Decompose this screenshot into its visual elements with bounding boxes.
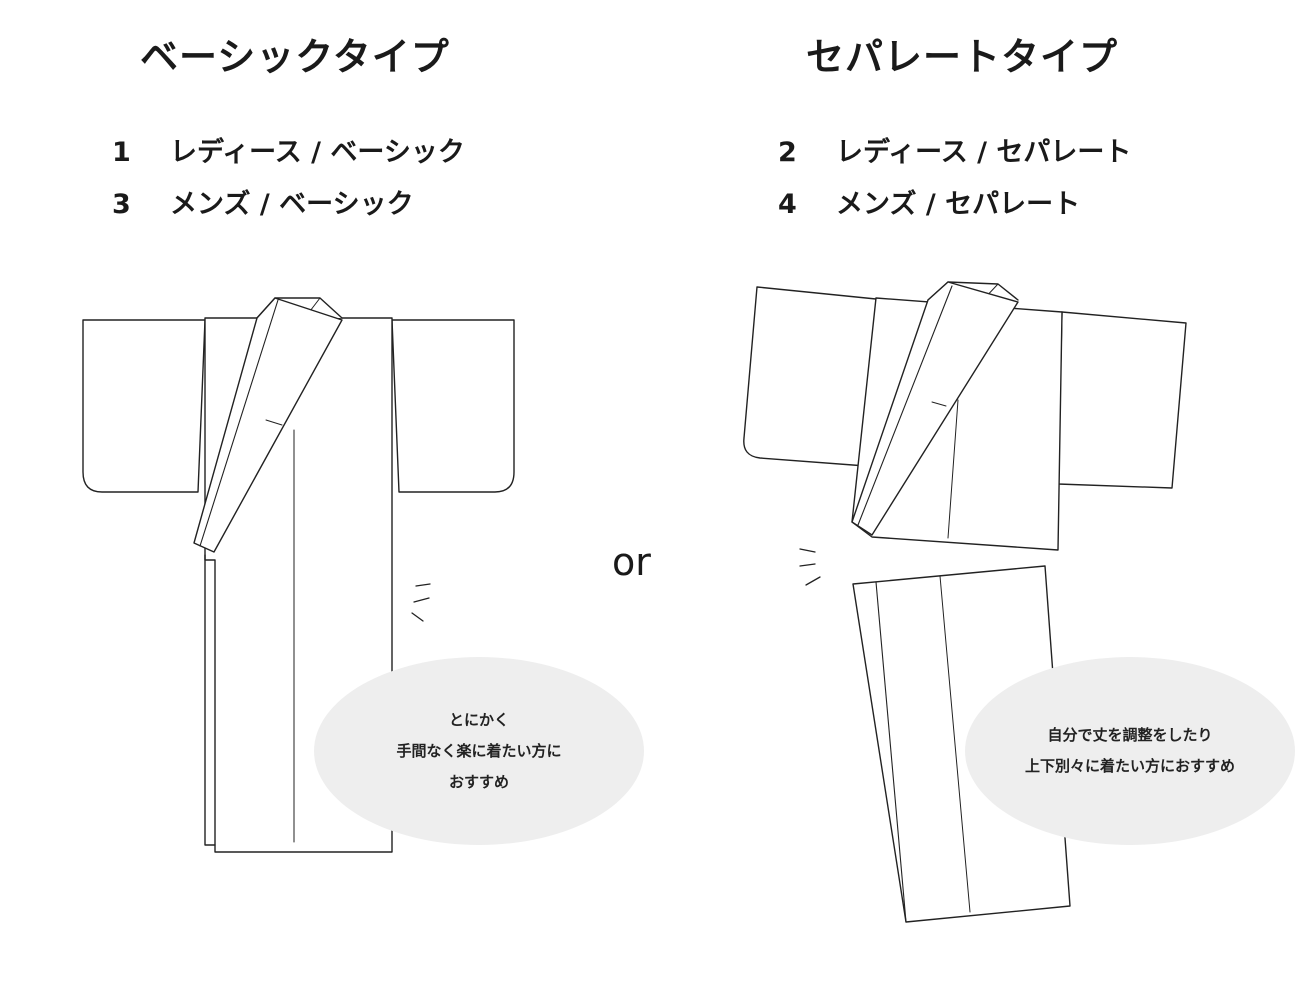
option-number: 4 bbox=[778, 189, 797, 220]
bubble-line: 上下別々に着たい方におすすめ bbox=[1024, 757, 1235, 775]
separate-collar-band bbox=[851, 281, 1019, 536]
option-label: レディース / セパレート bbox=[836, 137, 1132, 168]
option-number: 2 bbox=[778, 137, 797, 168]
bubble-line: とにかく bbox=[448, 710, 509, 729]
separate-skirt-illustration bbox=[852, 565, 1071, 923]
option-ladies-basic: 1 レディース / ベーシック bbox=[112, 130, 465, 169]
option-mens-separate: 4 メンズ / セパレート bbox=[778, 182, 1080, 221]
option-number: 3 bbox=[112, 189, 131, 220]
basic-type-heading: ベーシックタイプ bbox=[140, 35, 450, 79]
bubble-line: おすすめ bbox=[448, 772, 509, 791]
option-label: メンズ / セパレート bbox=[836, 189, 1081, 220]
separate-left-sleeve bbox=[743, 286, 877, 467]
separate-right-sleeve bbox=[1057, 311, 1187, 489]
option-ladies-separate: 2 レディース / セパレート bbox=[778, 130, 1131, 169]
separate-top-illustration bbox=[743, 281, 1187, 586]
or-divider: or bbox=[612, 540, 651, 584]
basic-right-sleeve bbox=[391, 319, 515, 493]
basic-left-sleeve bbox=[82, 319, 206, 493]
option-label: レディース / ベーシック bbox=[170, 137, 465, 168]
separate-top-center-seam bbox=[947, 399, 959, 539]
option-mens-basic: 3 メンズ / ベーシック bbox=[112, 182, 414, 221]
option-label: メンズ / ベーシック bbox=[170, 189, 414, 220]
basic-underlap bbox=[204, 554, 216, 846]
separate-top-body bbox=[851, 297, 1063, 551]
basic-collar-band bbox=[193, 297, 343, 553]
option-number: 1 bbox=[112, 137, 131, 168]
basic-recommendation-bubble: とにかく 手間なく楽に着たい方に おすすめ bbox=[314, 657, 644, 845]
separate-recommendation-bubble: 自分で丈を調整をしたり 上下別々に着たい方におすすめ bbox=[965, 657, 1295, 845]
bubble-line: 自分で丈を調整をしたり bbox=[1047, 726, 1213, 744]
separate-type-heading: セパレートタイプ bbox=[806, 35, 1119, 79]
bubble-line: 手間なく楽に着たい方に bbox=[396, 741, 562, 760]
separate-skirt-body bbox=[852, 565, 1071, 923]
